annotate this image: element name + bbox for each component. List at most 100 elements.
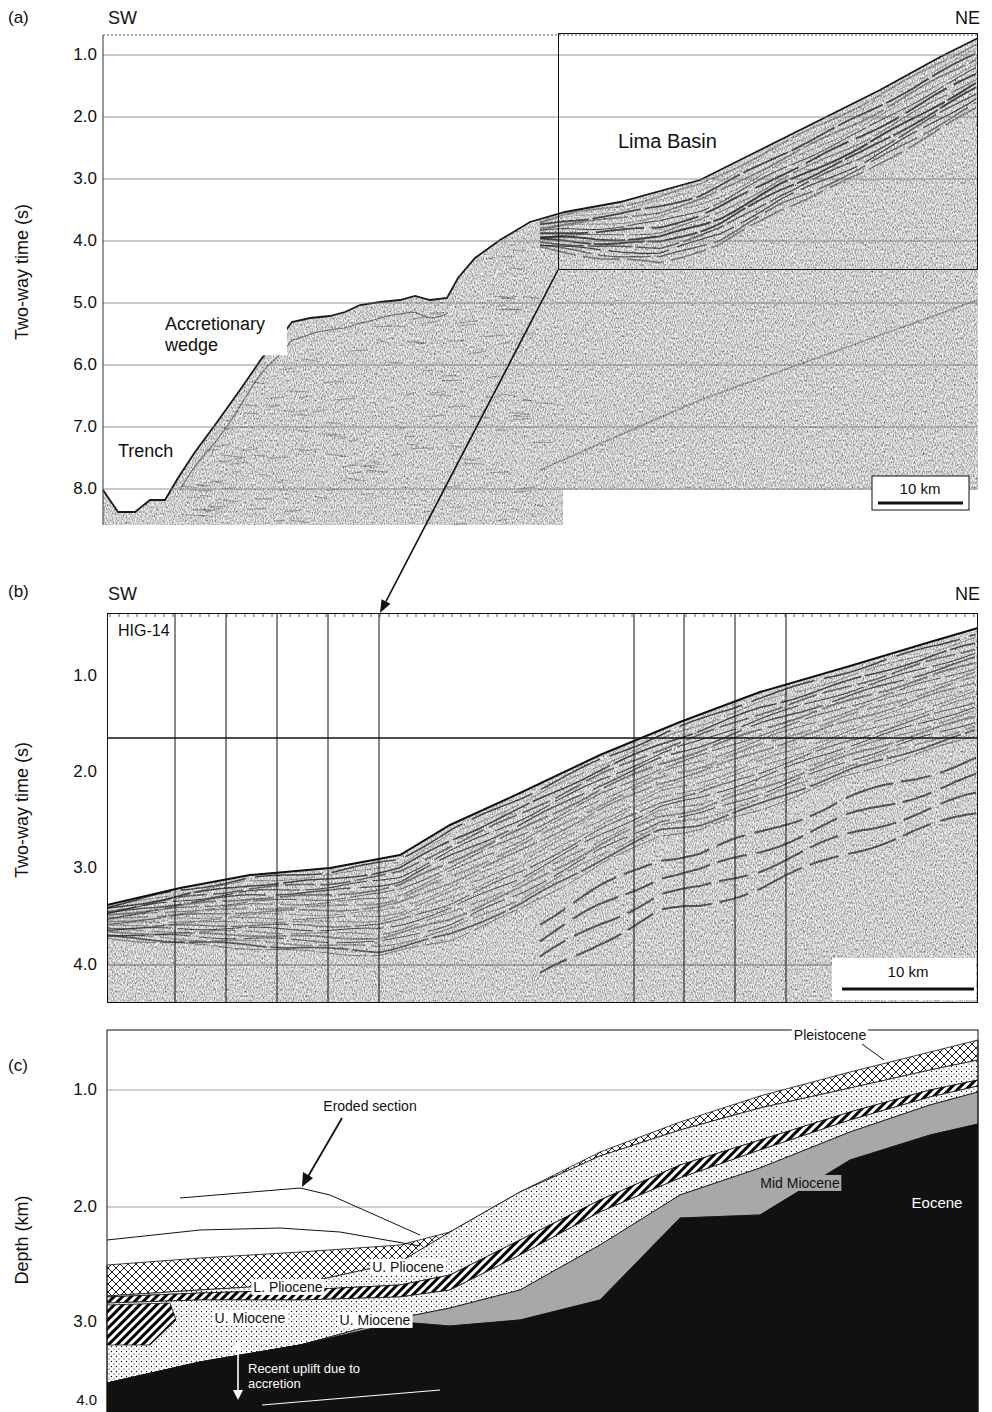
seismic-reflector <box>428 415 445 416</box>
leader-line <box>862 1044 884 1060</box>
seismic-reflector <box>284 510 301 512</box>
seismic-reflector <box>496 520 508 521</box>
seismic-reflector <box>253 455 265 456</box>
seismic-reflector <box>490 471 510 473</box>
seismic-reflector <box>464 459 477 460</box>
grid-line <box>277 613 278 1003</box>
seismic-reflector <box>423 511 432 512</box>
seismic-reflector <box>269 406 281 408</box>
seismic-reflector <box>495 429 509 430</box>
seismic-reflector <box>410 318 418 320</box>
seismic-reflector <box>323 381 344 383</box>
seismic-reflector <box>205 449 218 451</box>
inset-frame: Lima Basin <box>558 33 978 270</box>
grid-line <box>175 613 176 1003</box>
hatched-layer <box>107 1303 176 1345</box>
grid-line <box>103 489 978 490</box>
seismic-reflector <box>107 677 975 920</box>
seismic-reflector <box>452 506 461 507</box>
seismic-reflector <box>289 520 309 523</box>
grid-line <box>328 613 329 1003</box>
seismic-reflector <box>405 392 416 395</box>
seismic-reflector <box>243 413 259 414</box>
seismic-reflector <box>502 256 515 257</box>
seismic-reflector <box>107 707 975 931</box>
seismic-reflector <box>540 87 976 244</box>
seismic-reflector <box>107 737 975 956</box>
axis-tick: 1.0 <box>73 1080 97 1100</box>
seismic-reflector <box>222 428 233 429</box>
seismic-reflector <box>289 391 308 393</box>
seismic-reflector <box>540 102 976 257</box>
grid-line <box>103 427 978 428</box>
seismic-reflector <box>431 394 451 396</box>
scale-box <box>832 958 976 1000</box>
seismic-reflector <box>511 508 519 510</box>
seismic-reflector <box>107 717 975 939</box>
seismic-reflector <box>107 711 975 935</box>
seismic-reflector <box>218 499 238 502</box>
seismic-reflector <box>107 650 975 912</box>
axis-tick: 2.0 <box>73 1197 97 1217</box>
seismic-reflector <box>342 465 358 467</box>
seismic-reflector <box>107 657 975 913</box>
scale-box <box>872 476 969 510</box>
seafloor-line <box>103 38 978 512</box>
seismic-reflector <box>447 486 461 487</box>
seismic-reflector <box>505 309 524 310</box>
seismic-reflector <box>513 249 527 251</box>
seismic-reflector <box>366 470 387 472</box>
seismic-reflector <box>508 268 525 270</box>
seismic-reflector <box>531 442 552 443</box>
seismic-reflector <box>107 683 975 921</box>
seismic-reflector <box>199 526 217 528</box>
seismic-reflector <box>291 414 310 415</box>
axis-tick: 7.0 <box>73 417 97 437</box>
seismic-reflector <box>468 351 486 354</box>
node-text: HIG-14 <box>116 622 172 640</box>
seismic-reflector <box>540 68 976 231</box>
seismic-reflector <box>488 376 501 378</box>
seismic-reflector <box>321 434 342 436</box>
seismic-reflector <box>229 462 247 465</box>
seismic-reflector <box>316 497 329 499</box>
seismic-reflector <box>391 454 400 455</box>
seismic-reflector <box>107 730 975 952</box>
seismic-reflector <box>422 321 440 324</box>
axis-tick: 4.0 <box>76 1391 97 1408</box>
arrow-head <box>380 599 390 613</box>
seismic-reflector <box>274 480 283 483</box>
seismic-reflector <box>443 380 460 381</box>
seismic-reflector <box>222 455 244 457</box>
seismic-reflector <box>459 324 477 326</box>
arrow-head <box>233 1340 243 1400</box>
note-label: Eroded section <box>321 1098 418 1114</box>
seismic-reflector <box>469 416 490 418</box>
seismic-reflector <box>214 482 226 484</box>
seismic-reflector <box>535 403 555 404</box>
axis-tick: 4.0 <box>73 955 97 975</box>
panel-frame <box>107 1030 978 1412</box>
seismic-reflector <box>417 317 427 318</box>
axis-tick: 4.0 <box>73 231 97 251</box>
seismic-reflector <box>540 74 976 234</box>
seismic-reflector <box>540 108 976 263</box>
grid-line <box>103 55 978 56</box>
wedge-texture <box>181 250 556 528</box>
seismic-reflector <box>297 449 305 450</box>
seismic-reflector <box>255 498 272 499</box>
seismic-reflector <box>181 486 194 488</box>
seismic-reflector <box>285 368 295 370</box>
axis-tick: 3.0 <box>73 169 97 189</box>
seismic-reflector <box>519 333 536 334</box>
seismic-reflector <box>406 444 419 446</box>
seismic-reflector <box>299 396 308 397</box>
node-text: Lima Basin <box>616 130 719 153</box>
seismic-reflector <box>524 297 541 299</box>
feature-label: Trench <box>118 441 173 462</box>
seismic-reflector <box>274 520 285 522</box>
seismic-reflector <box>501 298 516 299</box>
